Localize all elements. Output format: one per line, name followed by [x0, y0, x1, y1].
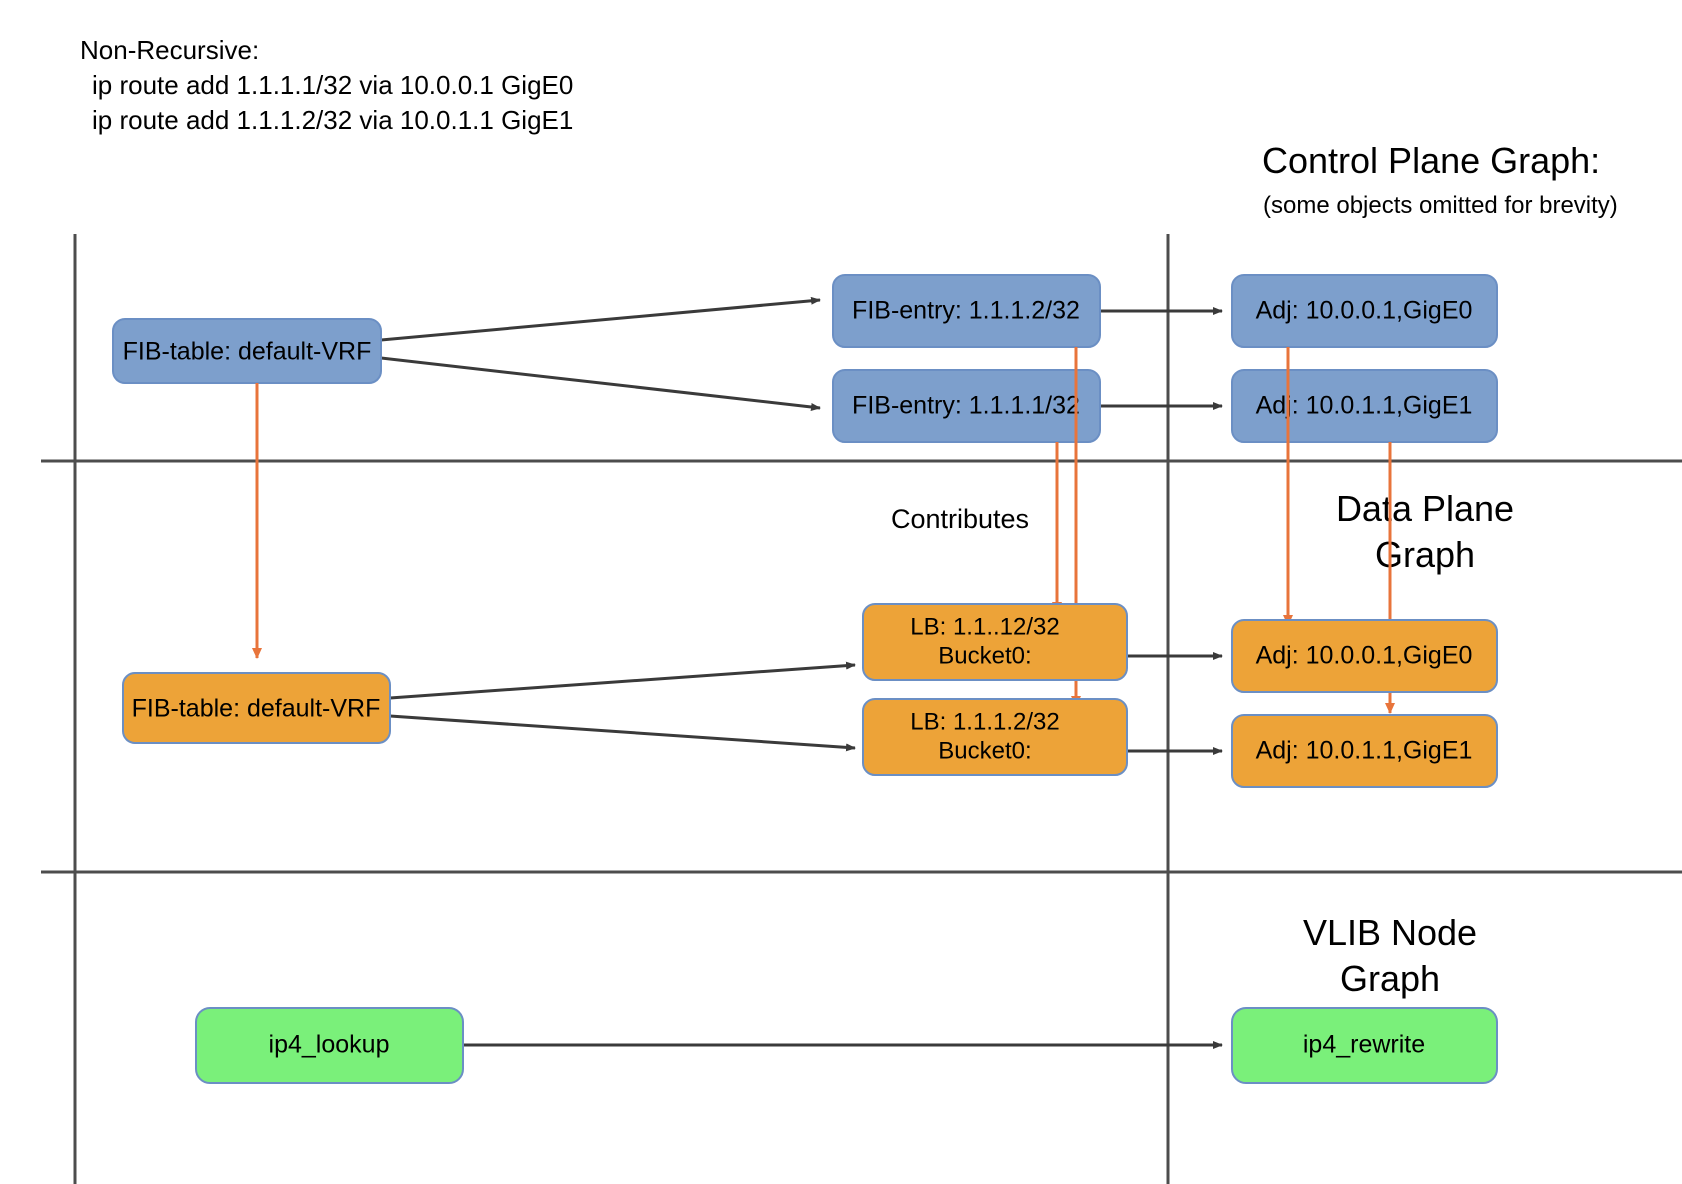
node-control-adj-top[interactable]: Adj: 10.0.0.1,GigE0 [1231, 274, 1498, 348]
edge-data-fib-table-to-lb-bottom [389, 714, 856, 752]
node-lb-bottom-bucket-label: Bucket0: [938, 737, 1031, 764]
node-data-adj-top-rect[interactable] [1231, 619, 1498, 693]
node-control-adj-bottom-label: Adj: 10.0.1.1,GigE1 [1256, 392, 1473, 420]
node-control-fib-table-label: FIB-table: default-VRF [123, 338, 372, 366]
node-ip4-lookup-label: ip4_lookup [269, 1031, 390, 1059]
node-fib-entry-top-rect[interactable] [832, 274, 1101, 348]
node-data-adj-bottom[interactable]: Adj: 10.0.1.1,GigE1 [1231, 714, 1498, 788]
node-lb-bottom[interactable]: LB: 1.1.1.2/32 Bucket0: [862, 698, 1128, 776]
node-data-adj-bottom-label: Adj: 10.0.1.1,GigE1 [1256, 737, 1473, 765]
node-fib-entry-bottom[interactable]: FIB-entry: 1.1.1.1/32 [832, 369, 1101, 443]
node-fib-entry-bottom-label: FIB-entry: 1.1.1.1/32 [852, 392, 1080, 420]
control-plane-title: Control Plane Graph: [1262, 140, 1600, 181]
header-line-3: ip route add 1.1.1.2/32 via 10.0.1.1 Gig… [92, 105, 573, 135]
node-lb-top-label: LB: 1.1..12/32 [910, 613, 1059, 640]
node-lb-top[interactable]: LB: 1.1..12/32 Bucket0: [862, 603, 1128, 681]
node-ip4-rewrite-label: ip4_rewrite [1303, 1031, 1425, 1059]
node-data-fib-table-label: FIB-table: default-VRF [132, 695, 381, 723]
edge-data-fib-table-to-lb-top [389, 661, 856, 700]
node-fib-entry-bottom-rect[interactable] [832, 369, 1101, 443]
node-control-fib-table[interactable]: FIB-table: default-VRF [112, 318, 382, 384]
node-ip4-rewrite[interactable]: ip4_rewrite [1231, 1007, 1498, 1084]
node-lb-top-rect[interactable] [862, 603, 1128, 681]
node-control-adj-top-label: Adj: 10.0.0.1,GigE0 [1256, 297, 1473, 325]
node-lb-bottom-label: LB: 1.1.1.2/32 [910, 708, 1059, 735]
data-plane-title-line1: Data Plane [1336, 488, 1514, 529]
node-ip4-rewrite-rect[interactable] [1231, 1007, 1498, 1084]
node-data-fib-table-rect[interactable] [122, 672, 391, 744]
node-control-fib-table-rect[interactable] [112, 318, 382, 384]
node-lb-bottom-rect[interactable] [862, 698, 1128, 776]
node-control-adj-bottom-rect[interactable] [1231, 369, 1498, 443]
data-plane-title-line2: Graph [1375, 534, 1475, 575]
node-data-fib-table[interactable]: FIB-table: default-VRF [122, 672, 391, 744]
control-plane-subtitle: (some objects omitted for brevity) [1263, 192, 1618, 219]
node-control-adj-top-rect[interactable] [1231, 274, 1498, 348]
node-lb-top-bucket-label: Bucket0: [938, 642, 1031, 669]
vlib-title-line2: Graph [1340, 958, 1440, 999]
node-ip4-lookup-rect[interactable] [195, 1007, 464, 1084]
node-data-adj-bottom-rect[interactable] [1231, 714, 1498, 788]
edge-fib-table-to-entry-top [380, 296, 821, 342]
vlib-title-line1: VLIB Node [1303, 912, 1477, 953]
node-fib-entry-top[interactable]: FIB-entry: 1.1.1.2/32 [832, 274, 1101, 348]
node-data-adj-top-label: Adj: 10.0.0.1,GigE0 [1256, 642, 1473, 670]
node-ip4-lookup[interactable]: ip4_lookup [195, 1007, 464, 1084]
node-data-adj-top[interactable]: Adj: 10.0.0.1,GigE0 [1231, 619, 1498, 693]
edge-fib-table-to-entry-bottom [380, 356, 821, 411]
node-control-adj-bottom[interactable]: Adj: 10.0.1.1,GigE1 [1231, 369, 1498, 443]
header-line-2: ip route add 1.1.1.1/32 via 10.0.0.1 Gig… [92, 70, 573, 100]
header-line-1: Non-Recursive: [80, 35, 259, 65]
contributes-label: Contributes [891, 504, 1029, 534]
node-fib-entry-top-label: FIB-entry: 1.1.1.2/32 [852, 297, 1080, 325]
